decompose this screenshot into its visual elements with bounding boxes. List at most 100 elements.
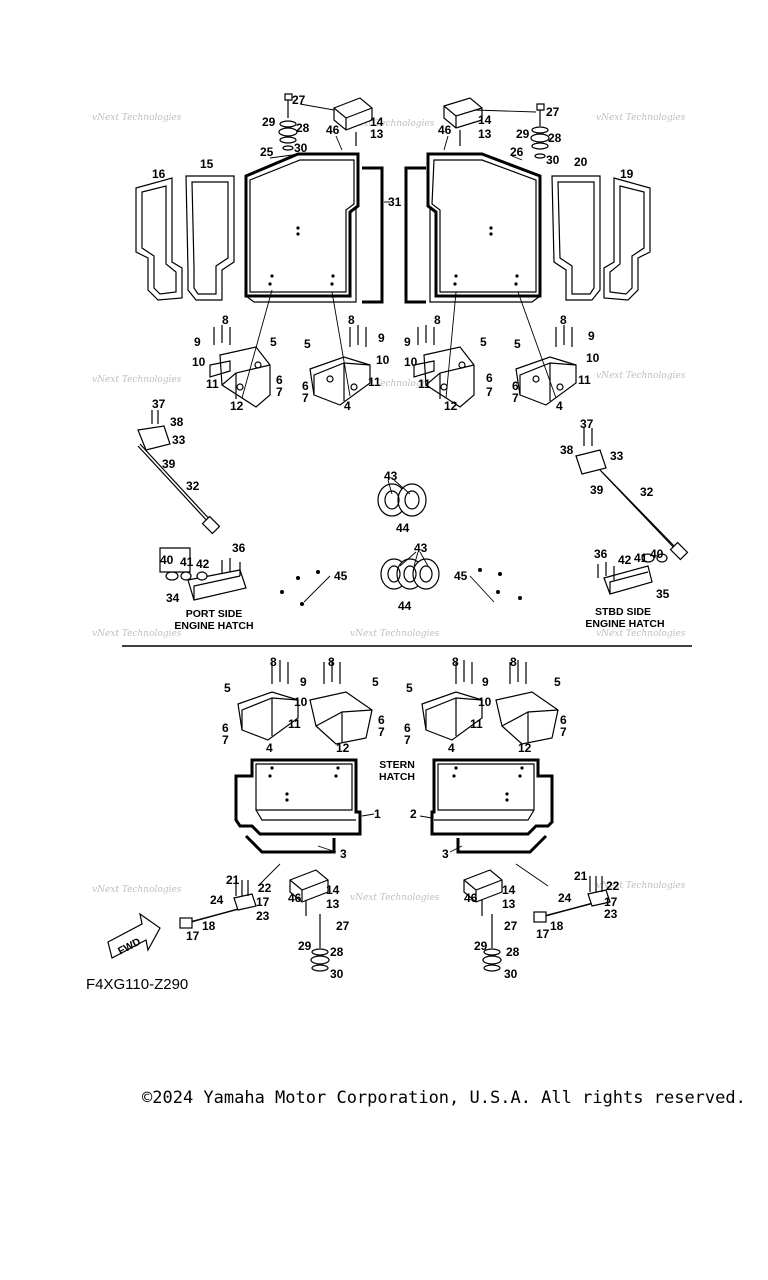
part-number-label: 13 [326, 897, 340, 911]
stern-hatch-port [234, 758, 375, 854]
watermarks: vNext Technologies vNext Technologies vN… [92, 113, 686, 903]
fwd-arrow-icon: FWD [107, 912, 161, 959]
watermark: vNext Technologies [345, 119, 435, 129]
part-number-label: 8 [348, 313, 355, 327]
part-number-label: 39 [162, 457, 176, 471]
part-number-label: 6 [560, 713, 567, 727]
hinge-group-bottom [237, 660, 559, 745]
part-number-label: 17 [536, 927, 550, 941]
part-number-label: 7 [560, 725, 567, 739]
diagram-code: F4XG110-Z290 [86, 976, 189, 993]
part-number-label: 42 [196, 557, 210, 571]
part-number-label: 45 [454, 569, 468, 583]
part-number-label: 3 [340, 847, 347, 861]
watermark: vNext Technologies [350, 629, 440, 639]
part-number-label: 31 [388, 195, 402, 209]
part-number-label: 18 [202, 919, 216, 933]
part-number-label: 29 [474, 939, 488, 953]
part-number-label: 9 [482, 675, 489, 689]
part-number-label: 32 [640, 485, 654, 499]
watermark: vNext Technologies [92, 113, 182, 123]
part-number-label: 6 [486, 371, 493, 385]
part-number-label: 28 [506, 945, 520, 959]
part-number-label: 40 [650, 547, 664, 561]
part-number-label: 11 [470, 717, 483, 731]
part-number-label: 5 [480, 335, 487, 349]
part-number-label: 27 [292, 93, 306, 107]
part-number-label: 4 [266, 741, 273, 755]
part-number-label: 35 [656, 587, 670, 601]
watermark: vNext Technologies [92, 629, 182, 639]
part-number-label: 5 [514, 337, 521, 351]
part-number-label: 1 [374, 807, 381, 821]
part-number-label: 44 [398, 599, 412, 613]
part-number-label: 13 [370, 127, 384, 141]
part-number-label: 33 [610, 449, 624, 463]
hatch-clips [280, 479, 522, 606]
part-number-label: 27 [336, 919, 350, 933]
part-number-label: 23 [256, 909, 270, 923]
stern-hatch-caption-2: HATCH [379, 771, 415, 783]
part-number-label: 6 [378, 713, 385, 727]
part-number-label: 3 [442, 847, 449, 861]
part-number-label: 14 [478, 113, 492, 127]
part-number-label: 38 [170, 415, 184, 429]
part-number-label: 30 [546, 153, 560, 167]
part-number-label: 21 [226, 873, 240, 887]
part-number-label: 38 [560, 443, 574, 457]
port-bracket [159, 547, 247, 601]
part-number-label: 16 [152, 167, 166, 181]
part-number-label: 41 [634, 551, 648, 565]
part-number-label: 9 [194, 335, 201, 349]
part-number-label: 8 [222, 313, 229, 327]
part-number-label: 29 [516, 127, 530, 141]
part-number-label: 29 [262, 115, 276, 129]
part-number-label: 44 [396, 521, 410, 535]
part-number-label: 33 [172, 433, 186, 447]
part-number-label: 21 [574, 869, 588, 883]
part-number-label: 11 [288, 717, 301, 731]
part-number-label: 43 [384, 469, 398, 483]
part-number-label: 8 [434, 313, 441, 327]
part-number-label: 14 [326, 883, 340, 897]
watermark: vNext Technologies [596, 113, 686, 123]
port-gas-strut [137, 410, 221, 535]
part-number-label: 30 [330, 967, 344, 981]
part-number-label: 39 [590, 483, 604, 497]
part-number-label: 12 [444, 399, 458, 413]
watermark: vNext Technologies [596, 371, 686, 381]
part-number-label: 30 [294, 141, 308, 155]
part-number-label: 11 [368, 375, 381, 389]
part-number-label: 7 [486, 385, 493, 399]
watermark: vNext Technologies [92, 885, 182, 895]
part-number-label: 7 [276, 385, 283, 399]
part-number-label: 25 [260, 145, 274, 159]
part-number-label: 19 [620, 167, 634, 181]
part-number-label: 8 [560, 313, 567, 327]
watermark: vNext Technologies [596, 881, 686, 891]
part-number-label: 40 [160, 553, 174, 567]
part-number-label: 27 [504, 919, 518, 933]
part-number-label: 8 [510, 655, 517, 669]
part-number-label: 28 [548, 131, 562, 145]
part-number-label: 43 [414, 541, 428, 555]
part-number-label: 7 [404, 733, 411, 747]
part-number-label: 32 [186, 479, 200, 493]
part-number-label: 6 [302, 379, 309, 393]
part-number-label: 41 [180, 555, 194, 569]
part-number-label: 10 [192, 355, 206, 369]
part-number-label: 12 [230, 399, 244, 413]
part-number-label: 7 [222, 733, 229, 747]
part-number-label: 26 [510, 145, 524, 159]
part-number-label: 10 [294, 695, 308, 709]
part-number-label: 28 [296, 121, 310, 135]
part-number-label: 23 [604, 907, 618, 921]
part-number-label: 37 [580, 417, 594, 431]
part-number-label: 22 [606, 879, 620, 893]
part-number-label: 2 [410, 807, 417, 821]
part-number-label: 46 [438, 123, 452, 137]
part-number-label: 20 [574, 155, 588, 169]
stern-hatch-stbd [419, 758, 554, 854]
part-number-label: 13 [478, 127, 492, 141]
